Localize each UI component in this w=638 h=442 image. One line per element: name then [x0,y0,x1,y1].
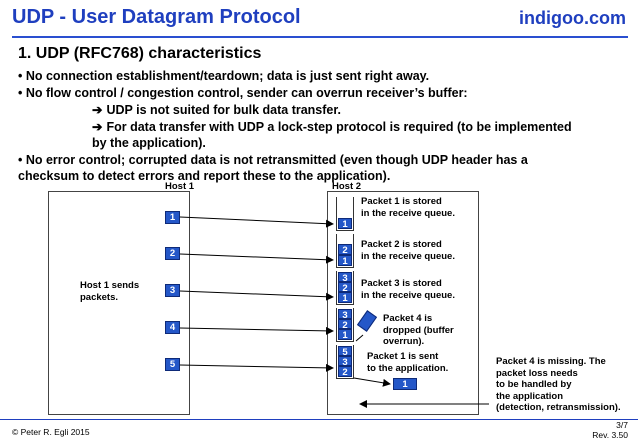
queue-segment: 2 [338,366,352,378]
copyright: © Peter R. Egli 2015 [12,427,90,437]
brand-logo-text: indigoo.com [519,8,626,28]
arrow-to-application [353,377,391,387]
receive-queue-2: 2 1 [336,234,354,268]
queue-segment: 1 [338,218,352,230]
receive-queue-4: 3 2 1 [336,308,354,342]
arrow-right-icon: ➔ [92,103,103,117]
bullet-1: • No connection establishment/teardown; … [18,69,430,83]
queue-segment: 3 [338,309,352,321]
queue-segment: 1 [338,292,352,304]
queue-segment: 1 [338,329,352,341]
revision: Rev. 3.50 [592,430,628,440]
sub-bullet-1-text: UDP is not suited for bulk data transfer… [106,103,342,117]
page-info: 3/7 Rev. 3.50 [592,420,628,440]
arrow-packet-1 [179,216,334,228]
receive-queue-1: 1 [336,197,354,231]
packet-3: 3 [165,284,180,297]
queue-segment: 3 [338,272,352,284]
arrow-packet-5 [179,363,334,372]
bullet-3: • No error control; corrupted data is no… [18,153,528,167]
footer-divider [0,419,638,420]
arrow-packet-4 [179,326,334,335]
arrow-right-icon: ➔ [92,120,103,134]
sub-bullet-1: ➔UDP is not suited for bulk data transfe… [92,103,341,118]
bullet-2: • No flow control / congestion control, … [18,86,468,100]
slide-title: UDP - User Datagram Protocol [12,6,301,28]
queue-segment: 2 [338,319,352,331]
receive-queue-3: 3 2 1 [336,271,354,305]
bullet-3-cont: checksum to detect errors and report the… [18,169,391,183]
host-1-box [48,191,190,415]
queue-segment: 1 [338,255,352,267]
sub-bullet-2: ➔For data transfer with UDP a lock-step … [92,120,572,135]
section-heading: 1. UDP (RFC768) characteristics [18,45,262,62]
host-2-box [327,191,479,415]
packet-4: 4 [165,321,180,334]
receive-queue-5: 5 3 2 [336,345,354,379]
delivered-packet: 1 [393,378,417,390]
arrow-packet-2 [179,253,334,264]
queue-segment: 2 [338,282,352,294]
packet-5: 5 [165,358,180,371]
host-1-label: Host 1 [165,181,195,192]
sub-bullet-2-text: For data transfer with UDP a lock-step p… [106,120,572,134]
sub-bullet-2-cont: by the application). [92,136,206,150]
queue-segment: 5 [338,346,352,358]
queue-segment: 2 [338,244,352,256]
arrow-dropped [355,334,364,342]
page-number: 3/7 [616,420,628,430]
queue-segment: 3 [338,356,352,368]
packet-1: 1 [165,211,180,224]
title-divider [12,36,628,38]
arrow-packet-3 [179,290,334,301]
host-2-label: Host 2 [332,181,362,192]
packet-2: 2 [165,247,180,260]
